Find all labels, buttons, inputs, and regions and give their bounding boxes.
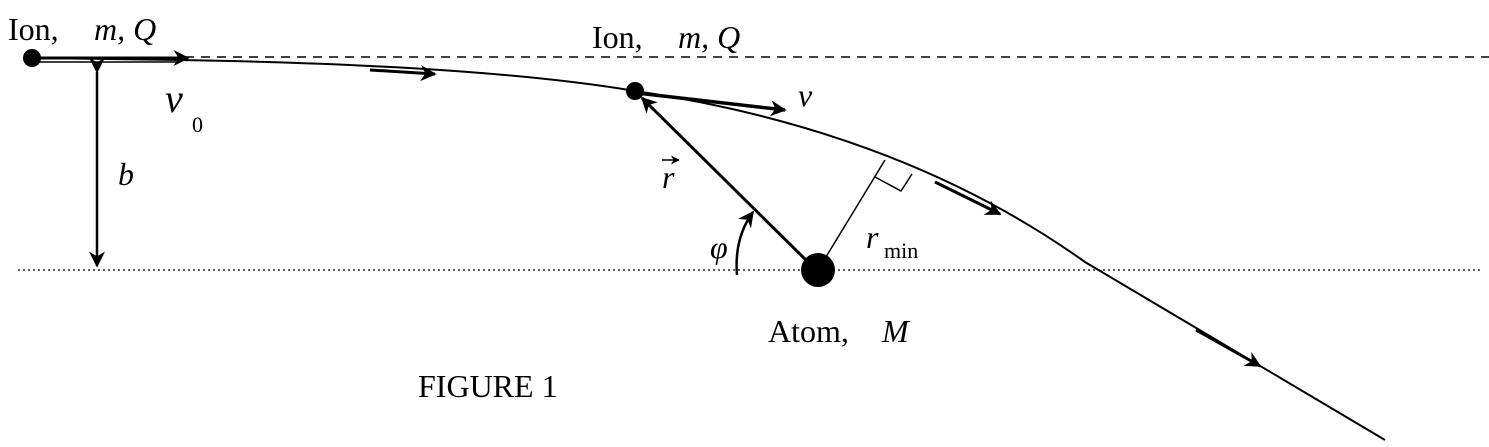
- ion-initial-name: Ion,: [8, 11, 59, 47]
- min-distance-label: r: [866, 219, 879, 255]
- angle-label: φ: [710, 229, 728, 265]
- ion-trajectory: [31, 57, 1386, 441]
- ion-current-dot: [626, 82, 644, 100]
- trajectory-direction-arrow-3: [1195, 328, 1262, 368]
- initial-velocity-label: v: [165, 76, 183, 121]
- right-angle-marker: [874, 173, 913, 192]
- initial-velocity-subscript: 0: [192, 112, 203, 137]
- ion-initial-dot: [23, 49, 41, 67]
- angle-phi-arc: [735, 210, 755, 276]
- position-vector-arrow: [640, 96, 814, 268]
- current-velocity-label: v: [798, 77, 813, 113]
- position-vector-label: r: [662, 159, 675, 195]
- atom-dot: [801, 253, 835, 287]
- atom-symbol: M: [881, 313, 911, 349]
- current-velocity-arrow: [636, 91, 787, 117]
- atom-name: Atom,: [768, 313, 849, 349]
- ion-current-symbols: m, Q: [678, 19, 740, 55]
- ion-current-name: Ion,: [592, 19, 643, 55]
- trajectory-direction-arrow-1: [369, 65, 437, 82]
- trajectory-direction-arrow-2: [934, 180, 1002, 216]
- impact-parameter-label: b: [118, 156, 134, 192]
- min-distance-line: [817, 159, 886, 271]
- figure-caption: FIGURE 1: [418, 368, 558, 404]
- ion-initial-symbols: m, Q: [94, 11, 156, 47]
- min-distance-subscript: min: [884, 238, 918, 263]
